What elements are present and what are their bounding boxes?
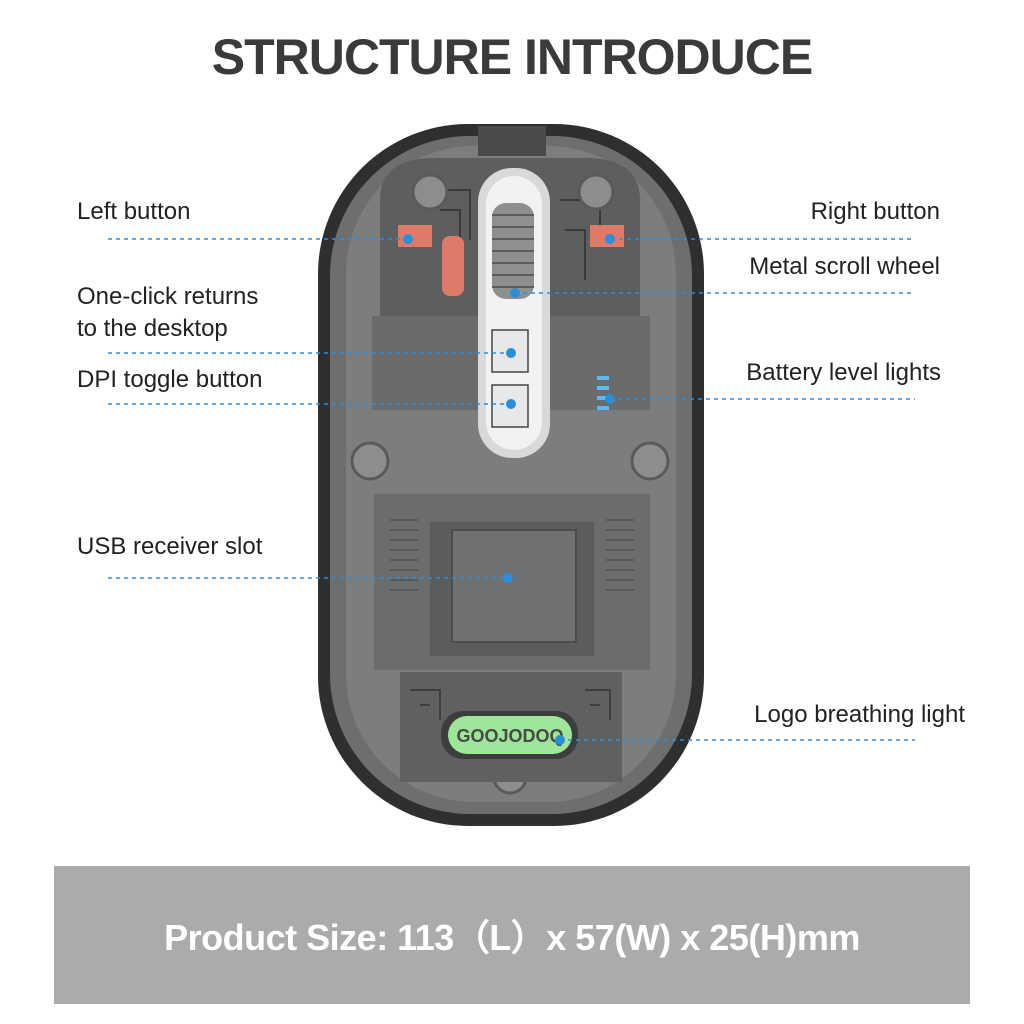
label-battery-level-lights: Battery level lights xyxy=(746,359,941,386)
page-title: STRUCTURE INTRODUCE xyxy=(211,29,813,85)
leader-lines xyxy=(108,238,915,741)
dot-left-button xyxy=(403,234,413,244)
label-usb-receiver-slot: USB receiver slot xyxy=(77,533,263,560)
callout-dots xyxy=(403,234,615,745)
label-metal-scroll-wheel: Metal scroll wheel xyxy=(749,253,940,280)
dot-logo xyxy=(555,735,565,745)
mouse-illustration xyxy=(318,124,704,826)
label-one-click-line1: One-click returns xyxy=(77,283,259,310)
label-left-button: Left button xyxy=(77,198,191,225)
dot-dpi xyxy=(506,399,516,409)
dot-scroll-wheel xyxy=(510,288,520,298)
label-right-button: Right button xyxy=(810,198,940,225)
dot-right-button xyxy=(605,234,615,244)
logo-text: GOOJODOQ xyxy=(456,726,563,746)
dot-one-click xyxy=(506,348,516,358)
label-dpi-toggle-button: DPI toggle button xyxy=(77,366,263,393)
dot-usb xyxy=(503,573,513,583)
label-one-click-line2: to the desktop xyxy=(77,315,228,342)
dot-battery xyxy=(605,394,615,404)
label-logo-breathing-light: Logo breathing light xyxy=(754,701,965,728)
product-size-text: Product Size: 113（L）x 57(W) x 25(H)mm xyxy=(164,917,860,958)
product-size-banner: Product Size: 113（L）x 57(W) x 25(H)mm xyxy=(54,866,970,1004)
